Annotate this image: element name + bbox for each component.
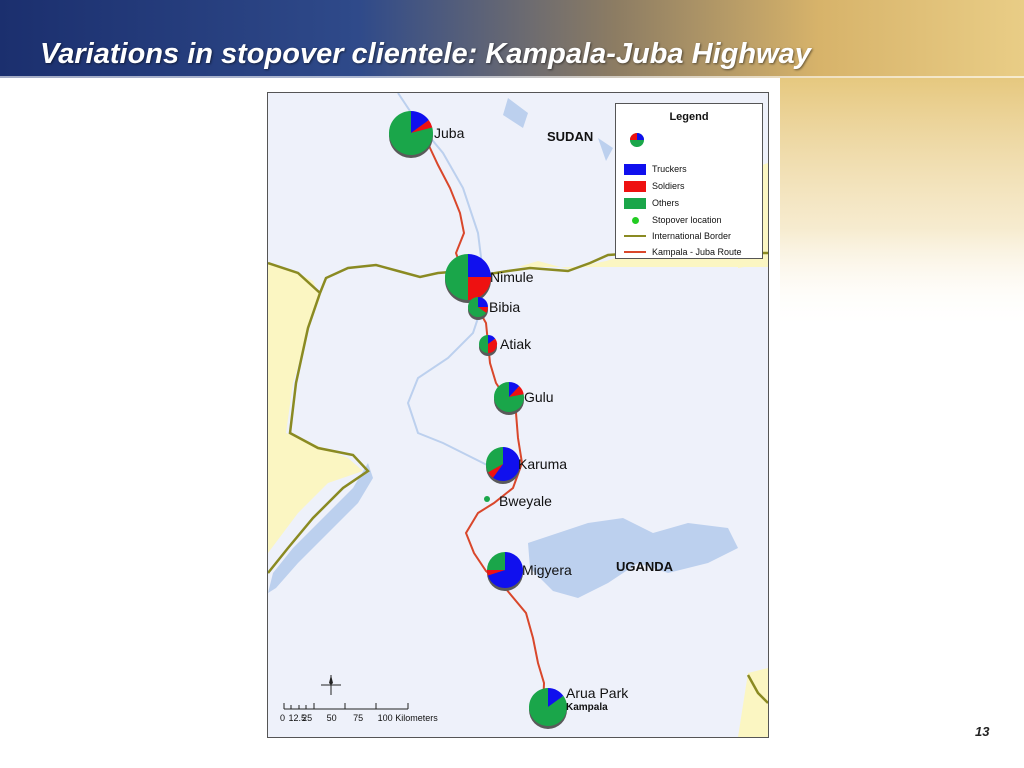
neighbor-land-west	[268, 263, 363, 553]
stopover-label-bibia: Bibia	[489, 299, 521, 315]
legend-line-route	[624, 251, 646, 253]
legend-dot-stopover	[632, 216, 639, 224]
legend-label-stopover-location: Stopover location	[652, 215, 722, 225]
nile-river	[406, 302, 494, 469]
pie-slice-others	[389, 111, 433, 155]
legend-swatch-others	[624, 197, 646, 209]
legend-swatch-soldiers	[624, 180, 646, 192]
pie-slice-others	[445, 254, 468, 300]
pie-slice-others	[486, 447, 503, 473]
country-label-uganda: UGANDA	[616, 559, 674, 574]
stopover-label-migyera: Migyera	[522, 562, 572, 578]
legend-label-route: Kampala - Juba Route	[652, 247, 742, 257]
pie-slice-truckers	[487, 552, 523, 588]
legend-label-others: Others	[652, 198, 680, 208]
pie-slice-others	[468, 297, 487, 317]
header-background	[0, 0, 1024, 330]
pie-slice-others	[494, 382, 524, 413]
scale-bar-labels: 0 12.525 50 75 100 Kilometers	[280, 713, 438, 723]
legend: Legend Truckers Soldiers Others Stopover…	[615, 103, 763, 259]
lake-kyoga	[528, 518, 738, 598]
scale-unit-label: Kilometers	[395, 713, 438, 723]
pie-slice-truckers	[548, 688, 564, 707]
scale-tick-label: 50	[326, 713, 337, 723]
north-arrow-icon	[321, 675, 341, 695]
legend-item-stopover-location: Stopover location	[624, 213, 722, 227]
pie-slice-soldiers	[468, 277, 491, 300]
stopover-label-juba: Juba	[434, 125, 465, 141]
country-label-sudan: SUDAN	[547, 129, 594, 144]
legend-item-others: Others	[624, 196, 679, 210]
pie-slice-others	[487, 552, 505, 570]
pie-slice-others	[529, 688, 567, 726]
stopover-pie-karuma	[486, 447, 520, 484]
water-patch-ne	[503, 98, 613, 161]
neighbor-land-south-east	[738, 668, 768, 737]
pie-slice-truckers	[478, 297, 488, 307]
stopover-label-atiak: Atiak	[500, 336, 532, 352]
pie-slice-others	[484, 496, 490, 502]
legend-swatch-truckers	[624, 163, 646, 175]
legend-pie-icon	[630, 133, 644, 147]
stopover-label-bweyale: Bweyale	[499, 493, 552, 509]
scale-tick-label: 12.5	[288, 713, 307, 723]
map-panel: SUDAN UGANDA Juba Nimule Bibia Atiak Gul…	[267, 92, 769, 738]
scale-tick-label: 0	[280, 713, 286, 723]
stopover-label-gulu: Gulu	[524, 389, 554, 405]
stopover-pie-gulu	[494, 382, 524, 415]
stopover-pie-migyera	[487, 552, 523, 591]
scale-tick-label: 100	[377, 713, 393, 723]
legend-item-route: Kampala - Juba Route	[624, 245, 742, 259]
legend-title: Legend	[669, 111, 709, 123]
pie-slice-soldiers	[488, 338, 497, 353]
city-label-kampala: Kampala	[566, 702, 608, 713]
pie-slice-truckers	[411, 111, 429, 133]
page-number: 13	[975, 724, 990, 739]
pie-slice-truckers	[509, 382, 520, 397]
map-canvas	[268, 93, 768, 737]
stopover-pie-juba	[389, 111, 433, 158]
stopover-label-arua-park: Arua Park	[566, 685, 629, 701]
legend-item-soldiers: Soldiers	[624, 179, 685, 193]
legend-label-soldiers: Soldiers	[652, 181, 685, 191]
legend-line-border	[624, 235, 646, 237]
pie-slice-soldiers	[488, 464, 503, 478]
stopover-pie-arua-park	[529, 688, 567, 729]
scale-bar	[283, 703, 409, 710]
scale-tick-label: 25	[302, 713, 313, 723]
stopover-label-nimule: Nimule	[490, 269, 534, 285]
lake-albert	[268, 463, 373, 593]
slide-title: Variations in stopover clientele: Kampal…	[40, 38, 811, 70]
pie-slice-soldiers	[509, 386, 524, 397]
legend-label-international-border: International Border	[652, 231, 732, 241]
pie-slice-truckers	[468, 254, 491, 277]
legend-item-truckers: Truckers	[624, 162, 687, 176]
stopover-pie-bibia	[468, 297, 488, 320]
stopover-pie-bweyale	[484, 496, 490, 502]
pie-slice-soldiers	[487, 570, 505, 576]
stopover-pie-atiak	[479, 335, 497, 356]
stopover-pies	[389, 111, 567, 729]
legend-item-international-border: International Border	[624, 229, 731, 243]
international-border	[268, 251, 768, 704]
pie-slice-others	[479, 335, 488, 353]
legend-label-truckers: Truckers	[652, 164, 687, 174]
kampala-juba-route	[422, 130, 546, 709]
pie-slice-soldiers	[478, 307, 488, 313]
stopover-label-karuma: Karuma	[518, 456, 568, 472]
scale-tick-label: 75	[353, 713, 364, 723]
pie-slice-truckers	[493, 447, 520, 481]
pie-slice-soldiers	[411, 120, 433, 133]
pie-slice-truckers	[488, 335, 496, 344]
stopover-pie-nimule	[445, 254, 491, 303]
